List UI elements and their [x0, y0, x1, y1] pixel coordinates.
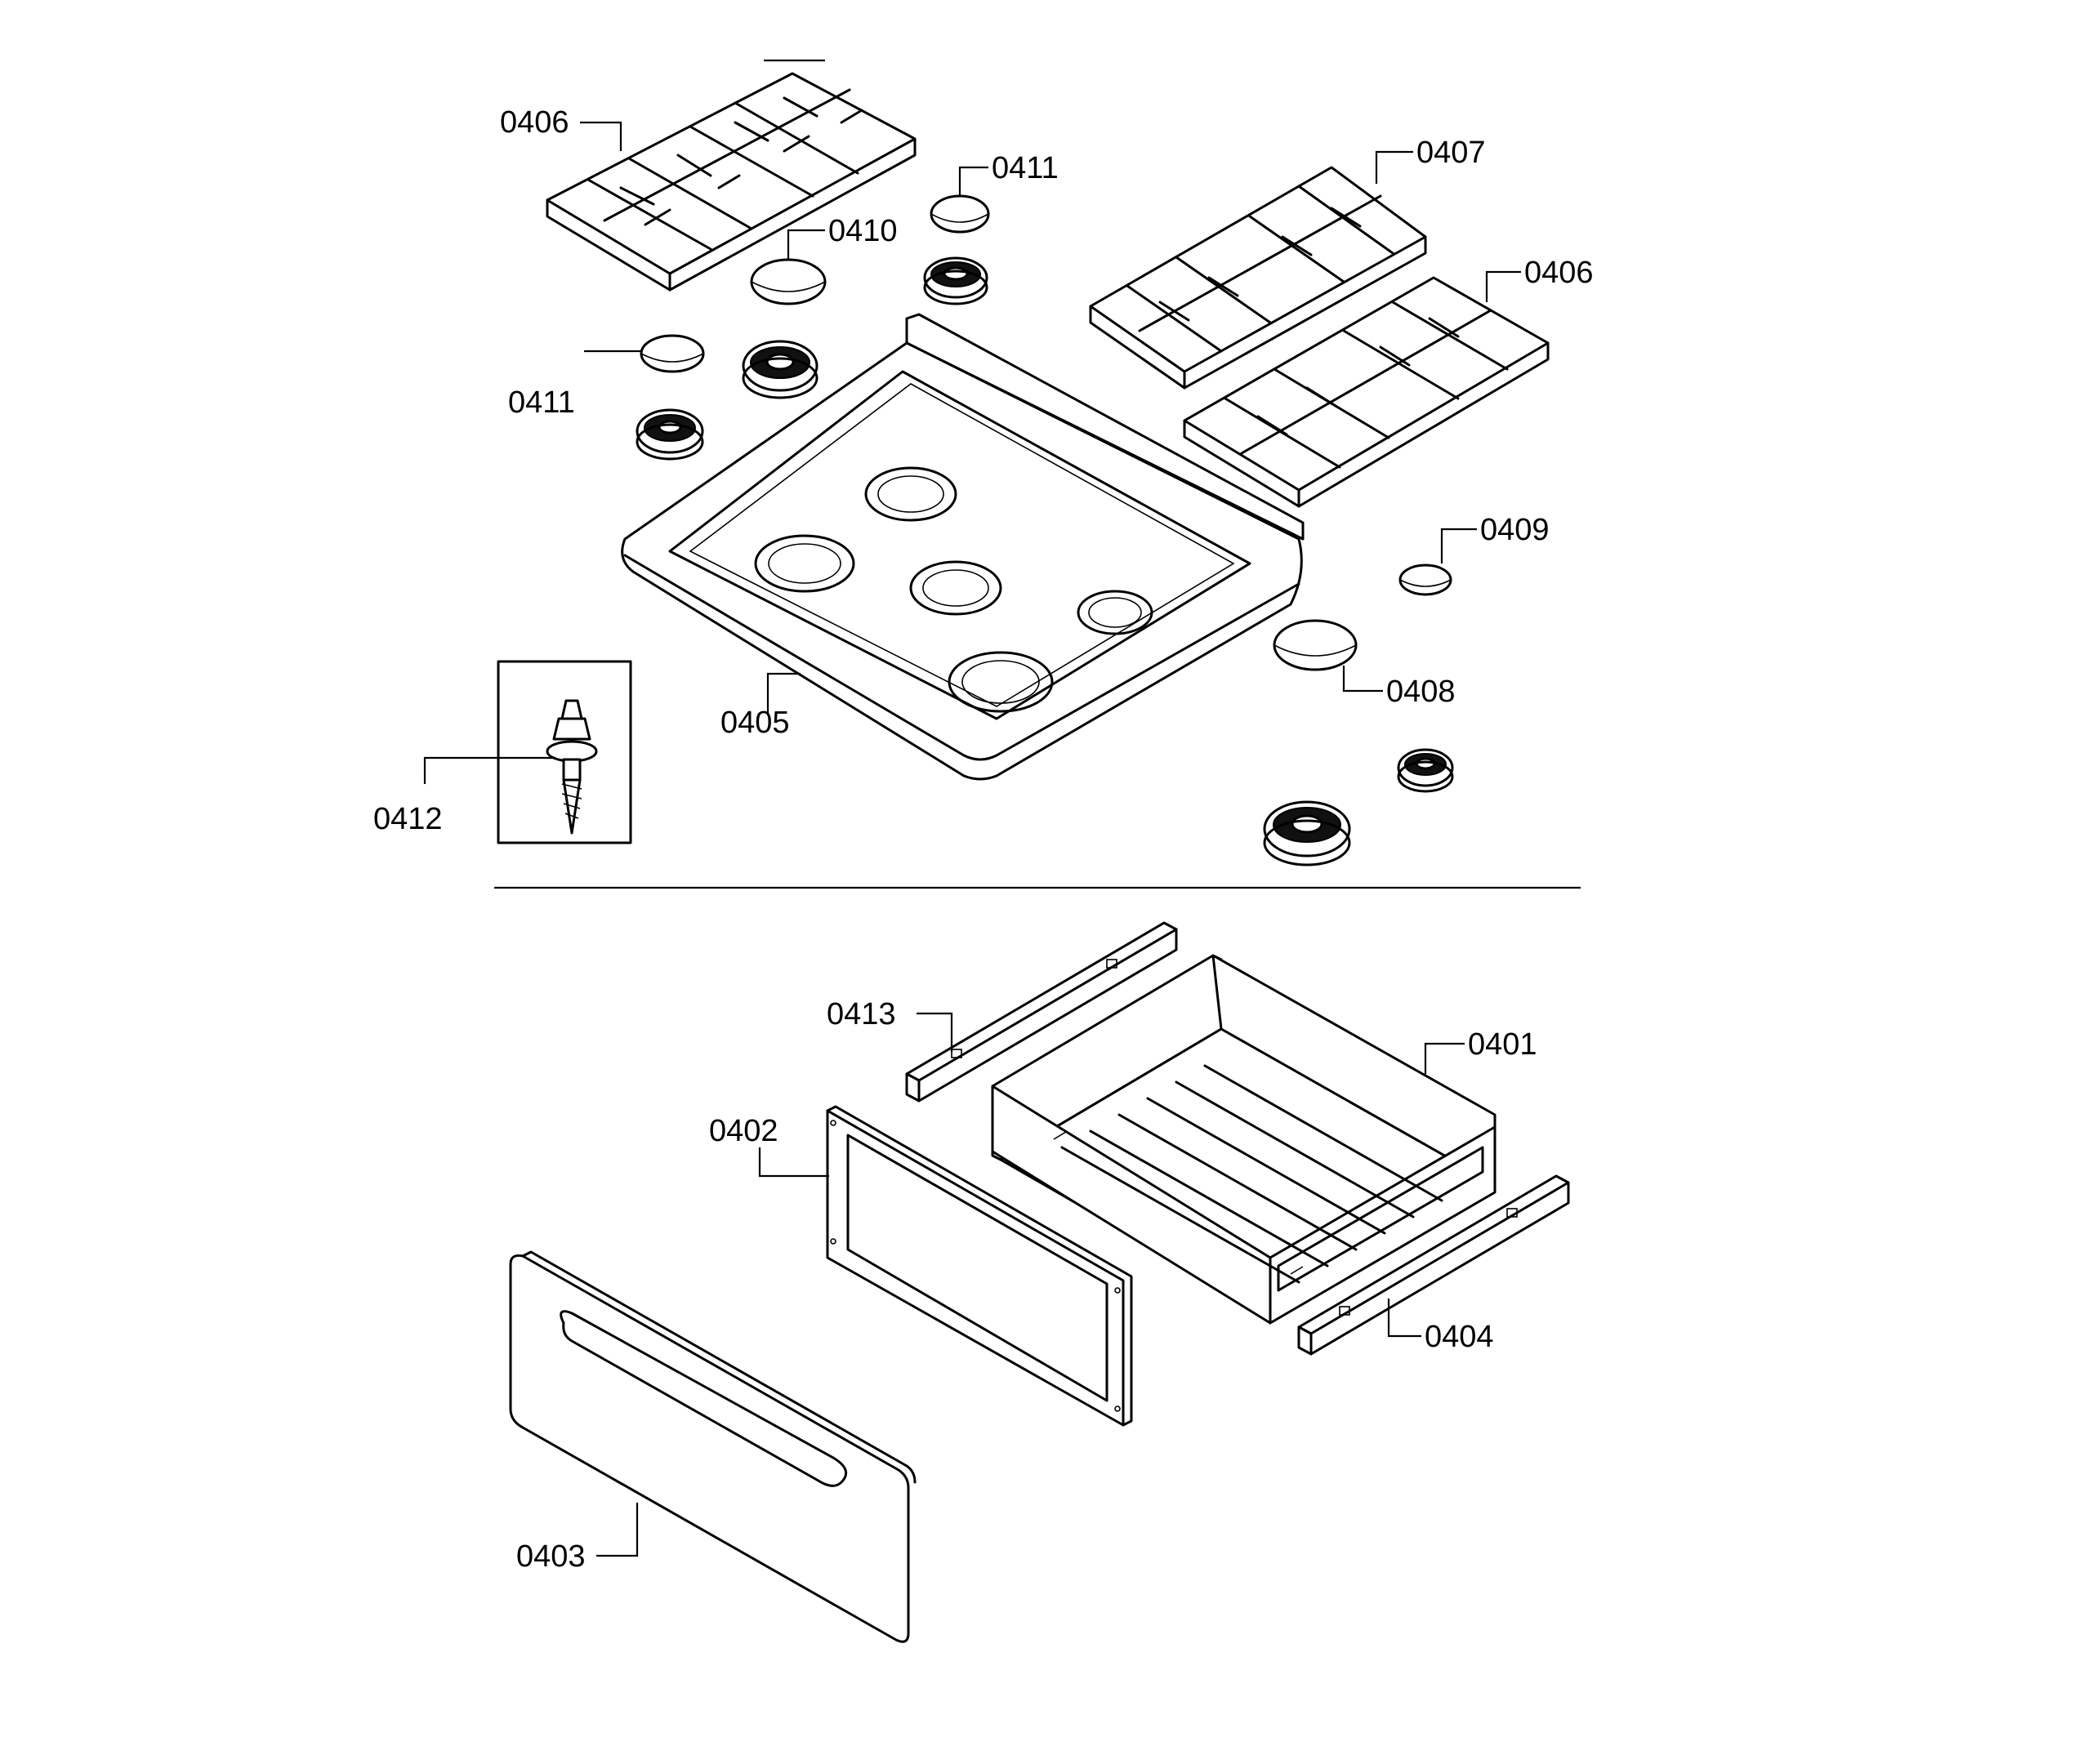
slide-rail-right [1297, 1174, 1570, 1356]
burner-base-5 [1263, 800, 1351, 866]
burner-base-1 [923, 256, 988, 305]
label-0413: 0413 [827, 997, 896, 1031]
cap-0411-left [640, 334, 705, 373]
label-0401: 0401 [1468, 1027, 1537, 1062]
label-0406-left: 0406 [500, 105, 569, 140]
label-0408: 0408 [1386, 675, 1456, 709]
label-0410: 0410 [828, 214, 898, 248]
fastener-inset [497, 660, 632, 844]
cap-0408 [1273, 619, 1358, 671]
burner-caps [640, 194, 1452, 671]
label-0403: 0403 [516, 1539, 586, 1574]
cap-0410 [750, 258, 827, 305]
burner-base-4 [1397, 748, 1454, 793]
slide-rail-left [905, 921, 1178, 1102]
label-0407: 0407 [1416, 136, 1486, 170]
leader-lines [423, 121, 1521, 1557]
burner-base-3 [636, 408, 704, 461]
drawer-front-panel [509, 1250, 917, 1643]
cap-0409 [1398, 564, 1452, 596]
label-0409: 0409 [1480, 513, 1550, 547]
grate-left [546, 72, 917, 292]
label-0411-top: 0411 [992, 151, 1059, 185]
cap-0411-top [930, 194, 990, 234]
label-0404: 0404 [1425, 1320, 1494, 1354]
label-0406-right: 0406 [1524, 256, 1594, 290]
part-labels: 0406 0411 0410 0407 0406 0411 0409 0408 … [373, 105, 1594, 1574]
grate-right-lower [1183, 276, 1550, 508]
label-0412: 0412 [373, 802, 443, 836]
drawer-box [991, 954, 1497, 1325]
cooktop-panel [621, 313, 1305, 781]
label-0411-left: 0411 [508, 385, 575, 420]
burner-base-2 [742, 340, 819, 399]
label-0405: 0405 [720, 706, 790, 740]
label-0402: 0402 [709, 1114, 778, 1148]
burner-bases [636, 256, 1454, 866]
grate-right-upper [1089, 166, 1427, 390]
drawer-liner-frame [826, 1105, 1133, 1427]
